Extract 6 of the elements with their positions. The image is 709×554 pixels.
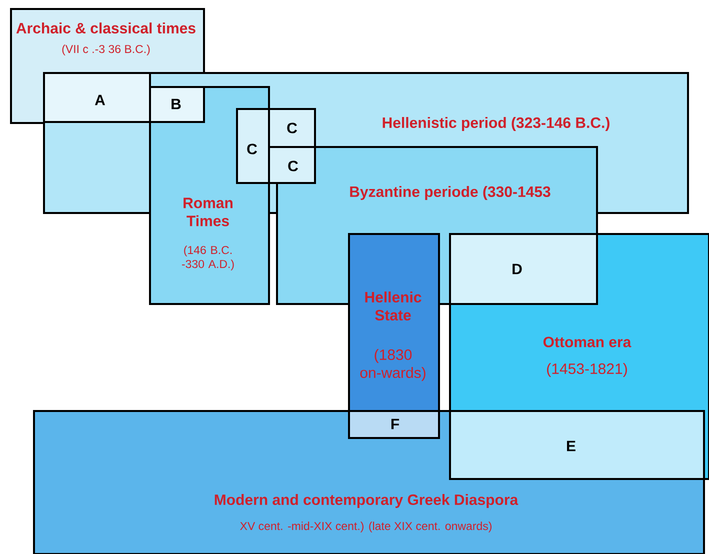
overlap-box: E [449,410,705,480]
overlap-box: D [449,233,598,305]
overlap-box: C [268,108,316,148]
overlap-box: C [236,108,270,184]
overlap-box: F [348,410,440,439]
overlap-box: B [149,86,205,123]
